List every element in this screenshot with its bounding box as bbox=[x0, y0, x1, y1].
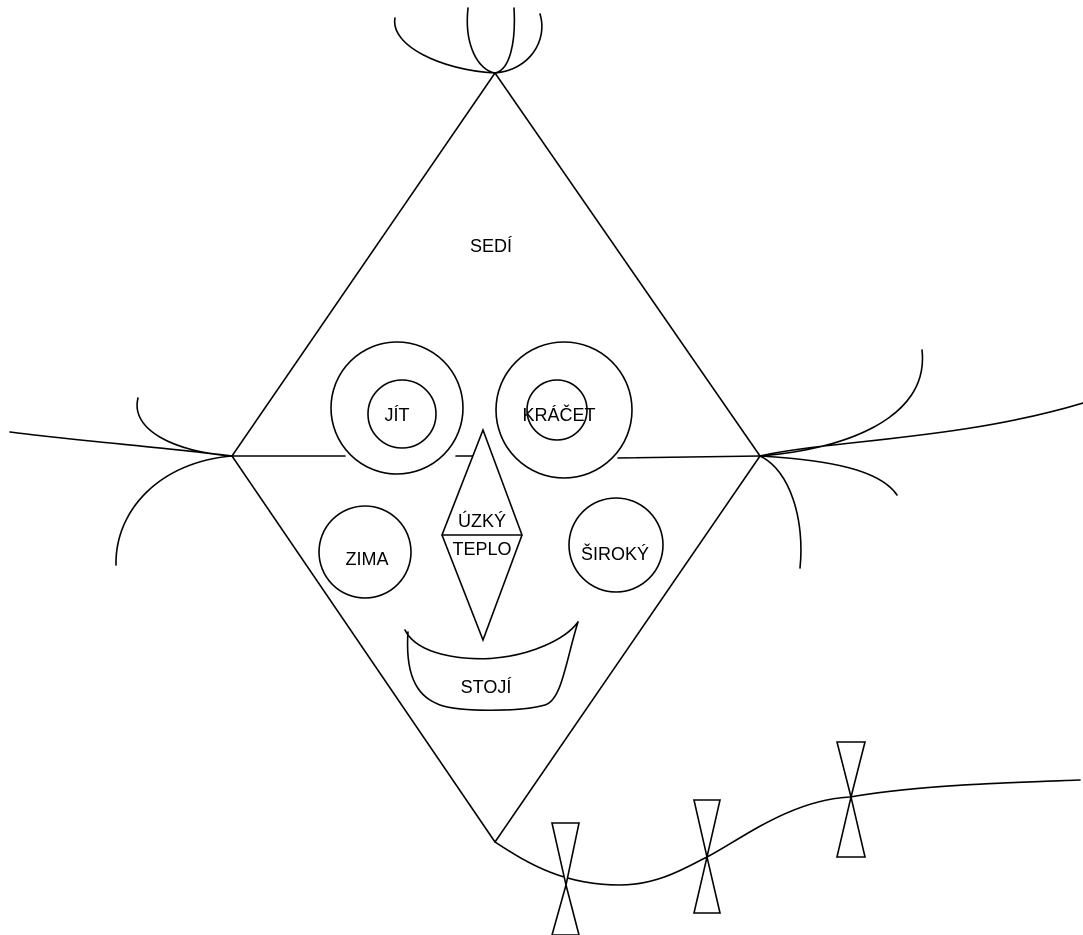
tail-bow-3 bbox=[837, 742, 865, 857]
label-stoji: STOJÍ bbox=[461, 677, 512, 697]
label-sedi: SEDÍ bbox=[470, 236, 512, 256]
kite-tail bbox=[495, 780, 1080, 885]
right-hair bbox=[760, 350, 1083, 568]
kite-crossbar bbox=[232, 456, 760, 458]
nose bbox=[442, 430, 522, 640]
label-siroky: ŠIROKÝ bbox=[581, 543, 649, 564]
mouth bbox=[405, 622, 578, 710]
label-jit: JÍT bbox=[385, 405, 410, 425]
left-hair bbox=[10, 398, 232, 565]
label-teplo: TEPLO bbox=[452, 539, 511, 559]
label-uzky: ÚZKÝ bbox=[458, 510, 506, 531]
top-hair bbox=[395, 8, 542, 73]
label-kracet: KRÁČET bbox=[522, 404, 595, 425]
label-zima: ZIMA bbox=[346, 549, 389, 569]
tail-bow-2 bbox=[694, 800, 720, 913]
tail-bow-1 bbox=[552, 823, 579, 935]
